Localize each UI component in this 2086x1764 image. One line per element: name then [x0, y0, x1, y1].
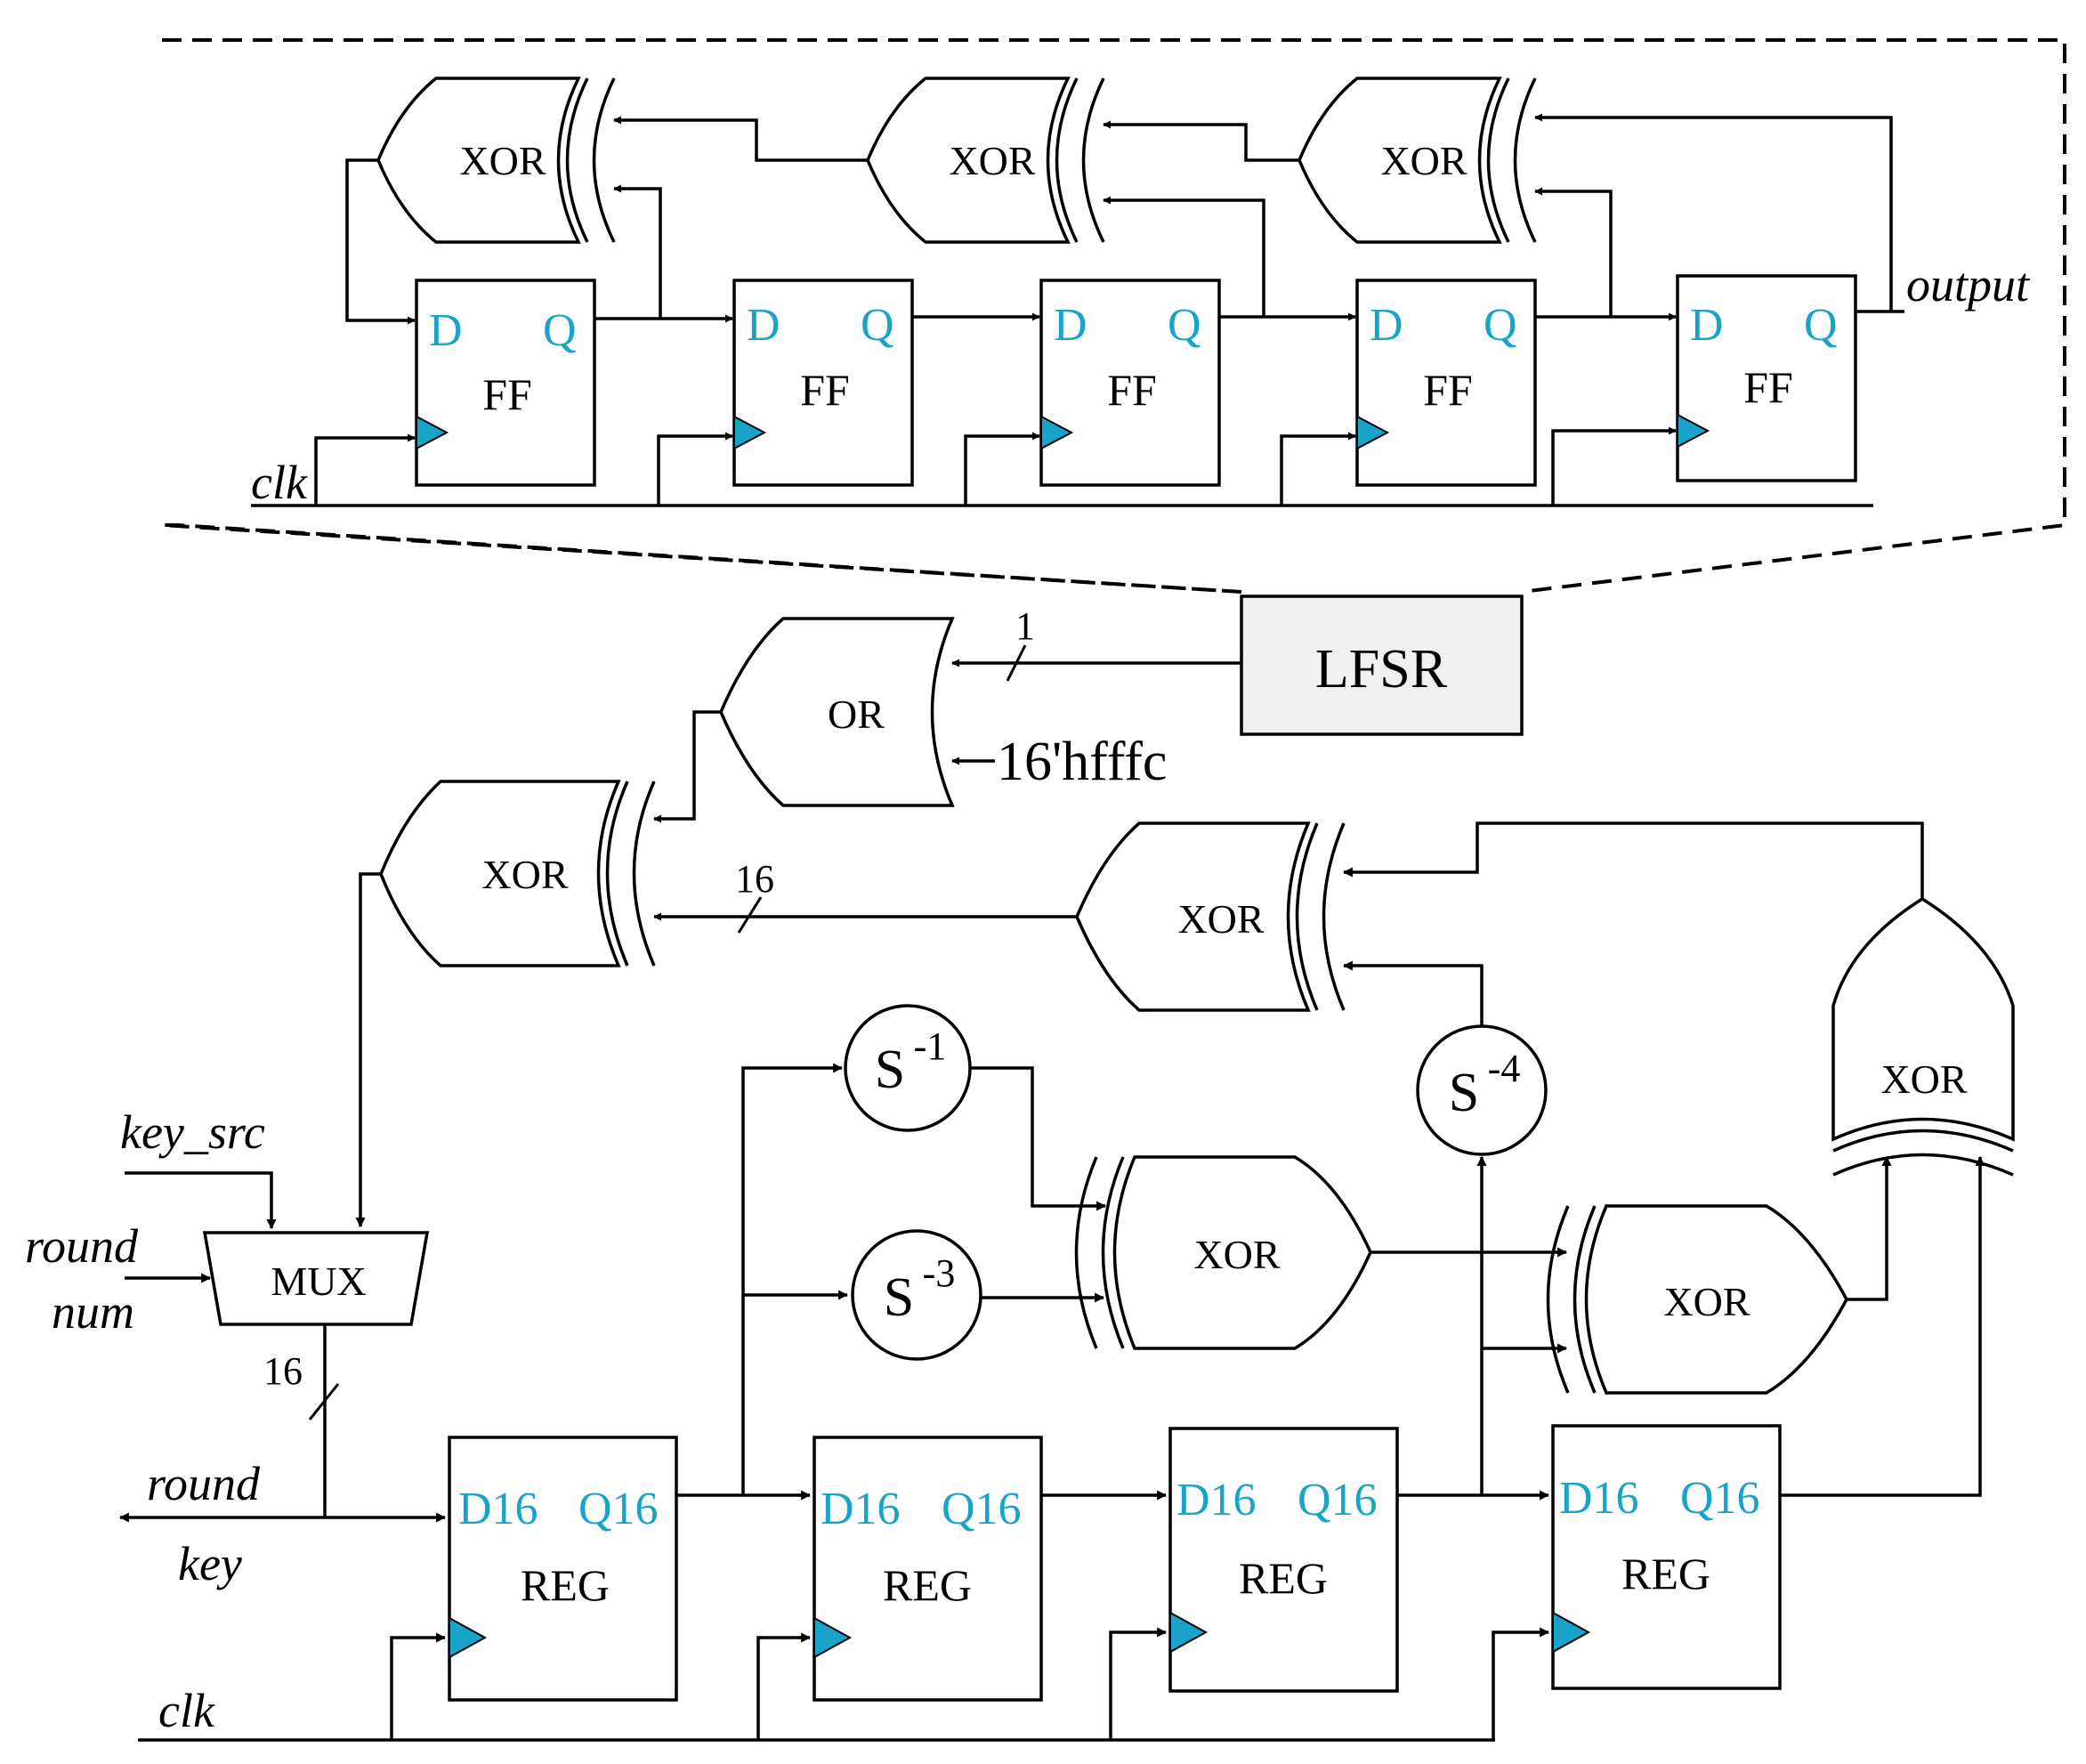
xor-gate-d: XOR — [1546, 1204, 1848, 1395]
register-3: D16 Q16 REG — [1168, 1427, 1399, 1693]
lfsr-ff-3-name: FF — [1107, 365, 1157, 415]
lfsr-detail-dashed-border — [161, 38, 2066, 594]
register-4-q: Q16 — [1680, 1473, 1760, 1524]
register-4-d: D16 — [1559, 1473, 1639, 1524]
s-minus-4-base: S — [1449, 1063, 1479, 1123]
lfsr-ff-1-q: Q — [543, 305, 577, 356]
round-key-label-2: key — [178, 1537, 242, 1590]
register-4: D16 Q16 REG — [1551, 1424, 1782, 1690]
s-minus-1-exp: -1 — [914, 1024, 947, 1068]
lfsr-xor-gate-1: XOR — [376, 77, 616, 244]
lfsr-detail-panel: XOR XOR XOR D Q FF D Q FF — [161, 38, 2066, 594]
lfsr-ff-4-q: Q — [1484, 300, 1517, 351]
main-wires — [138, 821, 1985, 1742]
s-minus-1: S -1 — [844, 1004, 972, 1132]
lfsr-ff-1: D Q FF — [415, 279, 596, 487]
register-1-q: Q16 — [578, 1484, 659, 1534]
lfsr-block-label: LFSR — [1315, 639, 1448, 700]
mux-label: MUX — [271, 1258, 366, 1304]
round-key-label-1: round — [147, 1457, 261, 1510]
register-2-d: D16 — [821, 1484, 901, 1534]
main-clk-label: clk — [158, 1684, 215, 1737]
lfsr-ff-3: D Q FF — [1039, 279, 1221, 487]
register-1: D16 Q16 REG — [448, 1436, 678, 1702]
constant-16hfffc: 16'hfffc — [997, 732, 1167, 792]
lfsr-output-label: output — [1906, 258, 2031, 312]
lfsr-xor-label-3: XOR — [1380, 138, 1467, 183]
round-num-label-1: round — [25, 1219, 139, 1273]
mux: MUX — [202, 1231, 430, 1326]
xor-gate-c: XOR — [1074, 1155, 1372, 1350]
bus-width-1: 1 — [1015, 604, 1035, 648]
lfsr-ff-5-name: FF — [1743, 362, 1793, 412]
xor-gate-d-label: XOR — [1663, 1279, 1750, 1324]
register-2: D16 Q16 REG — [813, 1436, 1043, 1702]
bus-width-16-b: 16 — [263, 1349, 303, 1393]
or-gate-label: OR — [828, 692, 885, 737]
lfsr-xor-gate-3: XOR — [1298, 77, 1537, 244]
xor-gate-e: XOR — [1831, 896, 2015, 1177]
lfsr-block: LFSR — [1240, 595, 1524, 736]
lfsr-ff-5-q: Q — [1804, 300, 1838, 351]
s-minus-3-base: S — [884, 1267, 914, 1328]
xor-gate-a-label: XOR — [481, 852, 568, 897]
register-2-name: REG — [883, 1560, 972, 1610]
register-2-q: Q16 — [942, 1484, 1022, 1534]
register-3-d: D16 — [1176, 1475, 1257, 1525]
lfsr-xor-gate-2: XOR — [866, 77, 1105, 244]
register-3-q: Q16 — [1298, 1475, 1378, 1525]
or-gate: OR — [719, 617, 955, 807]
key-src-label: key_src — [120, 1105, 265, 1159]
s-minus-3: S -3 — [851, 1229, 982, 1361]
lfsr-ff-1-name: FF — [482, 369, 532, 419]
lfsr-ff-4: D Q FF — [1355, 279, 1537, 487]
lfsr-wires — [251, 113, 1904, 507]
lfsr-ff-2: D Q FF — [732, 279, 914, 487]
lfsr-ff-4-name: FF — [1423, 365, 1473, 415]
s-minus-4: S -4 — [1416, 1024, 1548, 1156]
lfsr-xor-label-1: XOR — [459, 138, 546, 183]
register-3-name: REG — [1239, 1553, 1328, 1603]
lfsr-ff-3-q: Q — [1168, 300, 1201, 351]
lfsr-ff-2-d: D — [747, 300, 780, 351]
register-4-name: REG — [1621, 1549, 1710, 1598]
lfsr-xor-label-2: XOR — [949, 138, 1035, 183]
lfsr-ff-4-d: D — [1370, 300, 1403, 351]
xor-gate-a: XOR — [379, 780, 656, 967]
s-minus-3-exp: -3 — [923, 1251, 956, 1295]
lfsr-ff-2-q: Q — [861, 300, 894, 351]
lfsr-clk-label: clk — [251, 456, 308, 509]
xor-gate-b-label: XOR — [1177, 896, 1264, 942]
round-num-label-2: num — [52, 1285, 134, 1339]
register-1-name: REG — [521, 1560, 610, 1610]
xor-gate-c-label: XOR — [1193, 1232, 1280, 1277]
s-minus-4-exp: -4 — [1488, 1047, 1521, 1090]
xor-gate-e-label: XOR — [1880, 1056, 1967, 1102]
lfsr-ff-3-d: D — [1054, 300, 1087, 351]
bus-width-16-a: 16 — [735, 857, 774, 901]
lfsr-ff-1-d: D — [429, 305, 463, 356]
lfsr-ff-2-name: FF — [800, 365, 850, 415]
register-1-d: D16 — [458, 1484, 538, 1534]
lfsr-ff-5-d: D — [1690, 300, 1724, 351]
s-minus-1-base: S — [875, 1040, 905, 1100]
xor-gate-b: XOR — [1075, 821, 1346, 1012]
lfsr-ff-5: D Q FF — [1676, 274, 1857, 482]
